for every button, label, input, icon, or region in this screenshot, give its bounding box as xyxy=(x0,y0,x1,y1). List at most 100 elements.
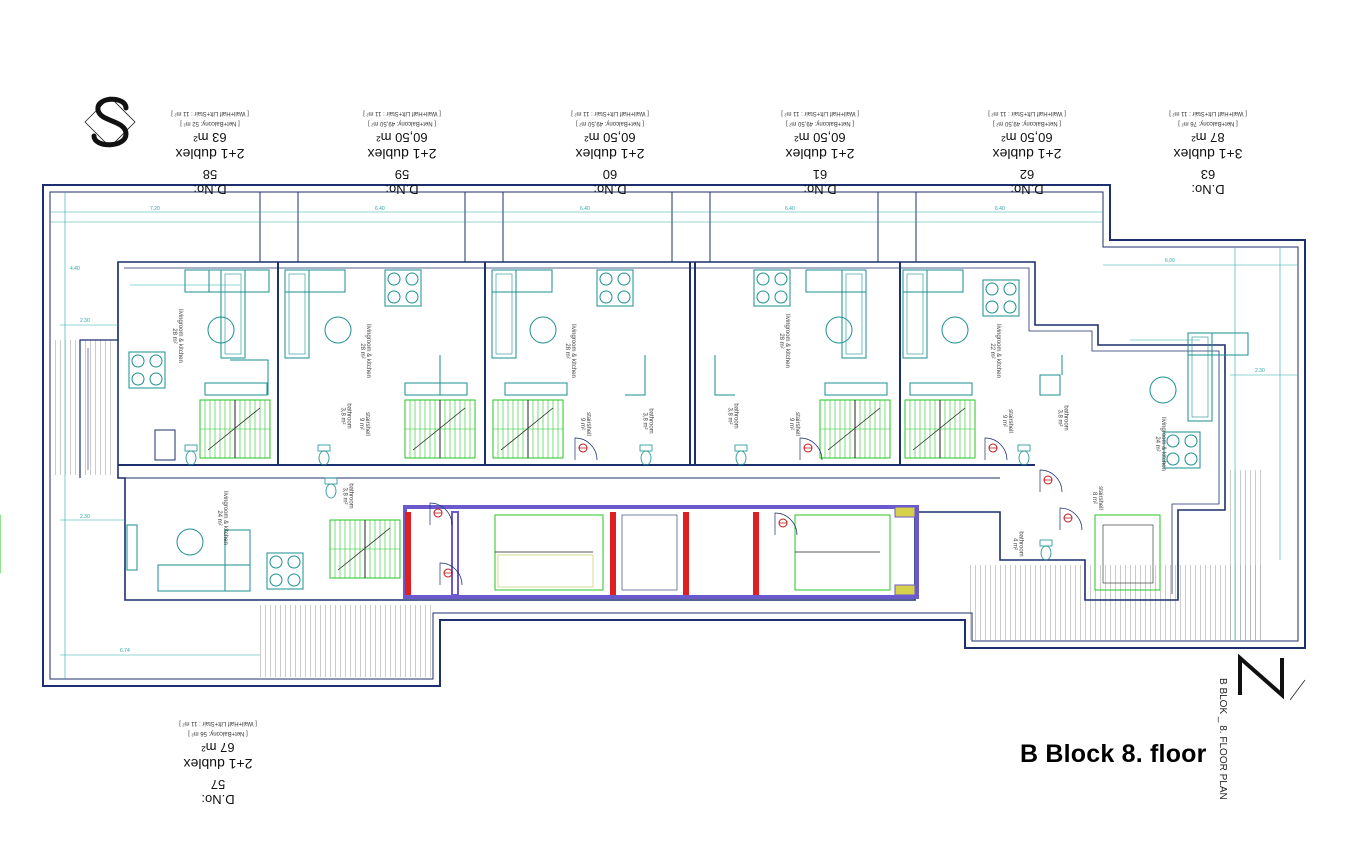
room-name: stairshell xyxy=(1006,409,1013,433)
drawing-title: B Block 8. floor xyxy=(1020,740,1207,768)
room-label-bath: bathroom 3,8 m² xyxy=(1057,405,1069,430)
room-name: bathroom xyxy=(345,403,352,429)
south-arrow-icon xyxy=(84,96,136,148)
room-label-living: livingroom & kitchen 22 m² xyxy=(989,324,1001,378)
furniture xyxy=(126,269,1249,592)
unit-net-note: [ Net+Balcony: 76 m² ] xyxy=(1178,120,1238,127)
unit-wall-note: [ Wall+Half Lift+Stair : 11 m² ] xyxy=(171,110,249,117)
svg-text:6.00: 6.00 xyxy=(1165,258,1175,264)
room-label-bath: bathroom 3,8 m² xyxy=(340,403,352,428)
room-name: bathroom xyxy=(647,408,654,434)
unit-label-61: D.No: 61 2+1 dublex 60,50 m² [ Net+Balco… xyxy=(705,78,935,197)
building-outline xyxy=(42,184,1306,687)
unit-net-note: [ Net+Balcony: 56 m² ] xyxy=(188,730,248,737)
unit-net-note: [ Net+Balcony: 49,50 m² ] xyxy=(786,120,854,127)
unit-dno-title: D.No: xyxy=(593,182,627,197)
svg-text:4.40: 4.40 xyxy=(70,266,80,272)
unit-dno: 60 xyxy=(602,167,618,183)
unit-net-note: [ Net+Balcony: 52 m² ] xyxy=(180,120,240,127)
room-name: livingroom & kitchen xyxy=(221,491,228,545)
unit-dno-title: D.No: xyxy=(385,182,419,197)
svg-text:2.30: 2.30 xyxy=(80,514,90,520)
unit-label-60: D.No: 60 2+1 dublex 60,50 m² [ Net+Balco… xyxy=(495,78,725,197)
unit-dno: 59 xyxy=(394,167,410,183)
svg-text:6.40: 6.40 xyxy=(580,206,590,212)
unit-area: 60,50 m² xyxy=(794,130,846,146)
room-label-stair: stairshell 8 m² xyxy=(1091,486,1103,510)
room-label-bath: bathroom 3,8 m² xyxy=(727,403,739,428)
unit-net-note: [ Net+Balcony: 49,50 m² ] xyxy=(993,120,1061,127)
unit-label-62: D.No: 62 2+1 dublex 60,50 m² [ Net+Balco… xyxy=(912,78,1142,197)
room-name: livingroom & kitchen xyxy=(364,324,371,378)
room-name: stairshell xyxy=(584,412,591,436)
room-name: stairshell xyxy=(1096,486,1103,510)
unit-dno-title: D.No: xyxy=(1010,182,1044,197)
unit-label-57: D.No: 57 2+1 dublex 67 m² [ Net+Balcony:… xyxy=(103,688,333,807)
svg-text:6.40: 6.40 xyxy=(375,206,385,212)
room-label-stair: stairshell 9 m² xyxy=(788,412,800,436)
unit-area: 60,50 m² xyxy=(376,130,428,146)
unit-dno-title: D.No: xyxy=(803,182,837,197)
room-name: bathroom xyxy=(347,483,354,509)
north-arrow-icon xyxy=(1238,653,1306,701)
unit-type: 2+1 dublex xyxy=(183,756,253,773)
svg-text:6.40: 6.40 xyxy=(785,206,795,212)
room-name: stairshell xyxy=(363,412,370,436)
room-label-living: livingroom & kitchen 24 m² xyxy=(1154,417,1166,471)
room-name: livingroom & kitchen xyxy=(569,324,576,378)
room-label-bath: bathroom 3,8 m² xyxy=(342,483,354,508)
unit-net-note: [ Net+Balcony: 49,50 m² ] xyxy=(576,120,644,127)
room-label-living: livingroom & kitchen 28 m² xyxy=(171,309,183,363)
unit-wall-note: [ Wall+Half Lift+Stair : 11 m² ] xyxy=(1169,110,1247,117)
unit-wall-note: [ Wall+Half Lift+Stair : 11 m² ] xyxy=(571,110,649,117)
room-label-living: livingroom & kitchen 28 m² xyxy=(359,324,371,378)
room-name: livingroom & kitchen xyxy=(176,309,183,363)
terrace-hatch xyxy=(55,340,1265,677)
room-name: bathroom xyxy=(732,403,739,429)
unit-dno: 63 xyxy=(1200,167,1216,183)
room-name: stairshell xyxy=(793,412,800,436)
room-label-living: livingroom & kitchen 28 m² xyxy=(564,324,576,378)
room-label-bath: bathroom 4 m² xyxy=(1012,531,1024,556)
unit-wall-note: [ Wall+Half Lift+Stair : 11 m² ] xyxy=(988,110,1066,117)
unit-type: 2+1 dublex xyxy=(367,146,437,163)
svg-text:2.30: 2.30 xyxy=(1255,368,1265,374)
unit-dno: 58 xyxy=(202,167,218,183)
unit-wall-note: [ Wall+Half Lift+Stair : 11 m² ] xyxy=(781,110,859,117)
svg-text:6.40: 6.40 xyxy=(995,206,1005,212)
unit-type: 2+1 dublex xyxy=(992,146,1062,163)
room-name: livingroom & kitchen xyxy=(783,314,790,368)
unit-stairs xyxy=(0,399,1161,591)
room-name: bathroom xyxy=(1062,405,1069,431)
unit-area: 63 m² xyxy=(193,130,227,146)
svg-text:7.20: 7.20 xyxy=(150,206,160,212)
unit-dno-title: D.No: xyxy=(201,792,235,807)
unit-dno-title: D.No: xyxy=(193,182,227,197)
room-name: livingroom & kitchen xyxy=(994,324,1001,378)
unit-dno: 61 xyxy=(812,167,828,183)
room-name: livingroom & kitchen xyxy=(1159,417,1166,471)
unit-wall-note: [ Wall+Half Lift+Stair : 11 m² ] xyxy=(363,110,441,117)
room-label-living: livingroom & kitchen 24 m² xyxy=(216,491,228,545)
unit-type: 2+1 dublex xyxy=(785,146,855,163)
unit-type: 2+1 dublex xyxy=(175,146,245,163)
room-label-bath: bathroom 3,8 m² xyxy=(642,408,654,433)
central-core xyxy=(403,505,919,599)
unit-dno: 57 xyxy=(210,777,226,793)
sheet-label: B BLOK _ 8. FLOOR PLAN xyxy=(1217,678,1228,800)
unit-dno: 62 xyxy=(1019,167,1035,183)
svg-text:2.30: 2.30 xyxy=(80,318,90,324)
unit-area: 60,50 m² xyxy=(584,130,636,146)
dimension-text: 7.20 6.40 6.40 6.40 6.40 6.00 4.40 2.30 … xyxy=(70,206,1265,654)
room-label-stair: stairshell 9 m² xyxy=(579,412,591,436)
unit-area: 87 m² xyxy=(1191,130,1225,146)
unit-type: 3+1 dublex xyxy=(1173,146,1243,163)
room-label-living: livingroom & kitchen 28 m² xyxy=(778,314,790,368)
room-label-stair: stairshell 9 m² xyxy=(1001,409,1013,433)
unit-type: 2+1 dublex xyxy=(575,146,645,163)
room-name: bathroom xyxy=(1017,531,1024,557)
unit-area: 60,50 m² xyxy=(1001,130,1053,146)
unit-area: 67 m² xyxy=(201,740,235,756)
unit-label-58: D.No: 58 2+1 dublex 63 m² [ Net+Balcony:… xyxy=(95,78,325,197)
floor-plan-drawing: 7.20 6.40 6.40 6.40 6.40 6.00 4.40 2.30 … xyxy=(0,96,1306,701)
